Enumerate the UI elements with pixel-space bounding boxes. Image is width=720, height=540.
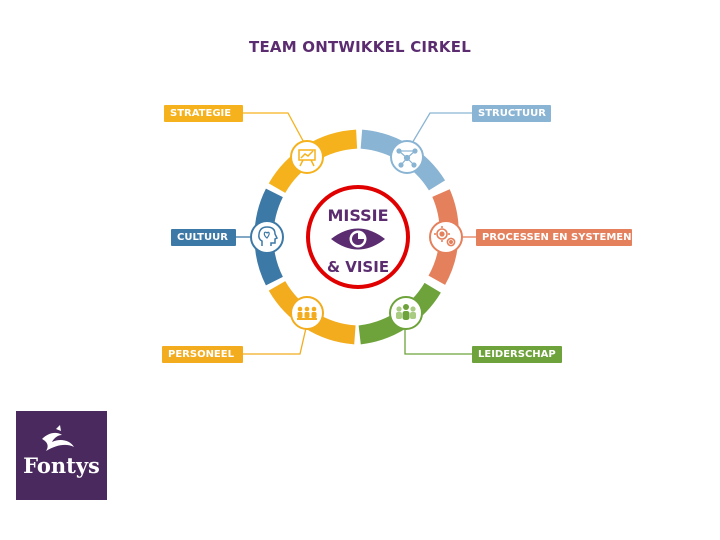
connector-strategie: [243, 112, 309, 151]
fontys-logo: Fontys: [16, 411, 107, 500]
center-missie-label: MISSIE: [327, 206, 388, 225]
center-visie-label: & VISIE: [327, 258, 389, 276]
people-group-icon: [396, 304, 416, 320]
fontys-wordmark: Fontys: [23, 453, 100, 478]
bird-emblem-icon: [42, 425, 74, 451]
label-personeel: PERSONEEL: [162, 346, 243, 363]
head-heart-icon: [258, 226, 279, 246]
label-leiderschap: LEIDERSCHAP: [472, 346, 562, 363]
eye-icon: [331, 228, 385, 250]
diagram-title: TEAM ONTWIKKEL CIRKEL: [249, 38, 471, 56]
presentation-chart-icon: [298, 149, 316, 167]
connector-personeel: [243, 327, 307, 355]
gears-icon: [434, 226, 456, 247]
team-icon: [297, 306, 317, 320]
label-processen-en-systemen: PROCESSEN EN SYSTEMEN: [476, 229, 632, 246]
connector-structuur: [407, 112, 472, 151]
connector-leiderschap: [404, 328, 472, 355]
label-cultuur: CULTUUR: [171, 229, 236, 246]
label-structuur: STRUCTUUR: [472, 105, 551, 122]
network-nodes-icon: [396, 148, 418, 168]
label-strategie: STRATEGIE: [164, 105, 243, 122]
